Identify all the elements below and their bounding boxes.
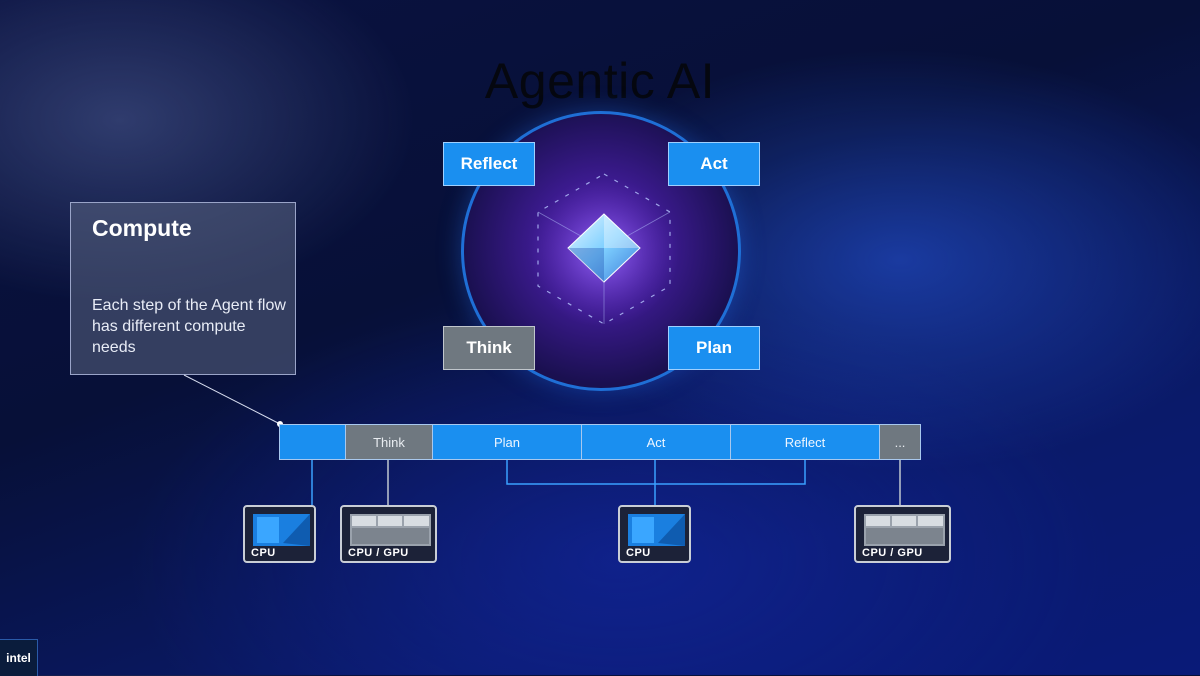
flow-segment-more: ...: [880, 425, 920, 459]
cpu-chip-icon: CPU: [243, 505, 316, 563]
cpu-gpu-chip-icon: CPU / GPU: [340, 505, 437, 563]
cpu-chip-icon: CPU: [618, 505, 691, 563]
intel-logo: intel: [0, 639, 38, 676]
info-card-heading: Compute: [92, 215, 192, 241]
chip-label: CPU: [251, 547, 276, 559]
chip-label: CPU / GPU: [862, 547, 923, 559]
cpu-gpu-chip-icon: CPU / GPU: [854, 505, 951, 563]
page-title: Agentic AI: [484, 53, 716, 109]
compute-info-card: Compute Each step of the Agent flow has …: [70, 202, 296, 375]
chip-label: CPU: [626, 547, 651, 559]
loop-step-plan: Plan: [668, 326, 760, 370]
flow-segment-plan: Plan: [433, 425, 582, 459]
flow-segment-act: Act: [582, 425, 731, 459]
flow-segment-think: Think: [346, 425, 433, 459]
cpu-die-icon: [628, 514, 685, 546]
info-card-body: Each step of the Agent flow has differen…: [92, 297, 286, 356]
loop-step-act: Act: [668, 142, 760, 186]
flow-segment-reflect: Reflect: [731, 425, 880, 459]
agent-flow-bar: Think Plan Act Reflect ...: [279, 424, 921, 460]
gpu-die-icon: [864, 514, 945, 546]
crystal-icon: [529, 173, 679, 327]
cpu-die-icon: [253, 514, 310, 546]
gpu-die-icon: [350, 514, 431, 546]
flow-segment-start: [280, 425, 346, 459]
chip-label: CPU / GPU: [348, 547, 409, 559]
loop-step-reflect: Reflect: [443, 142, 535, 186]
loop-step-think: Think: [443, 326, 535, 370]
